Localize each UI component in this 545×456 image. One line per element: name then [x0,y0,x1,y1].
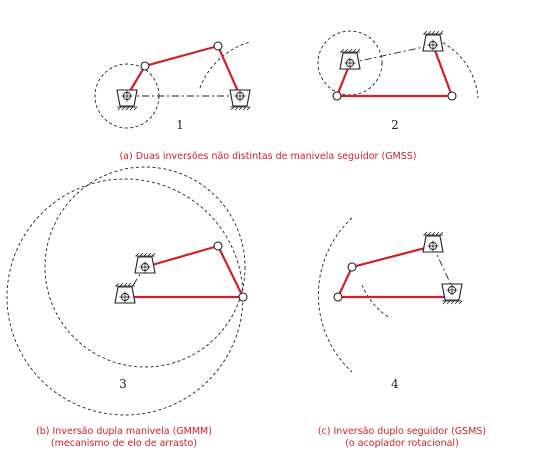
joint [332,91,342,101]
joint [447,91,457,101]
figure-4 [318,217,463,373]
joint [213,41,223,51]
ground-pivot [339,48,361,70]
rocker-path-arc [199,41,251,89]
figure-number: 4 [391,377,399,391]
caption-c-line2: (o acoplador rotacional) [345,438,459,449]
ground-pivot [229,89,251,111]
joint [238,292,248,302]
joint [213,241,223,251]
joint [333,292,343,302]
joint [347,262,357,272]
ground-pivot [422,231,444,253]
caption-b-line2: (mecanismo de elo de arrasto) [51,438,197,449]
moving-links [125,44,242,98]
ground-pivot [114,282,136,304]
ground-link [349,44,434,64]
rocker-path-arc [432,37,479,99]
rocker-path-arc [318,217,353,373]
joint [140,61,150,71]
moving-links [336,244,454,299]
crank-path-circle [44,166,246,368]
ground-pivot [116,89,138,111]
ground-pivot [422,30,444,52]
figure-number: 2 [391,118,399,132]
moving-links [335,43,454,98]
ground-pivot [134,252,156,274]
figure-number: 3 [119,377,127,391]
moving-links [123,244,245,299]
caption-c-line1: (c) Inversão duplo seguidor (GSMS) [318,426,486,437]
rocker-path-arc [361,284,391,319]
figure-3 [6,166,248,416]
figure-number: 1 [176,118,184,132]
figure-1 [94,41,251,129]
figure-2 [317,30,479,101]
ground-pivot [441,283,463,305]
caption-b-line1: (b) Inversão dupla manivela (GMMM) [36,426,212,437]
caption-a: (a) Duas inversões não distintas de mani… [119,151,416,162]
